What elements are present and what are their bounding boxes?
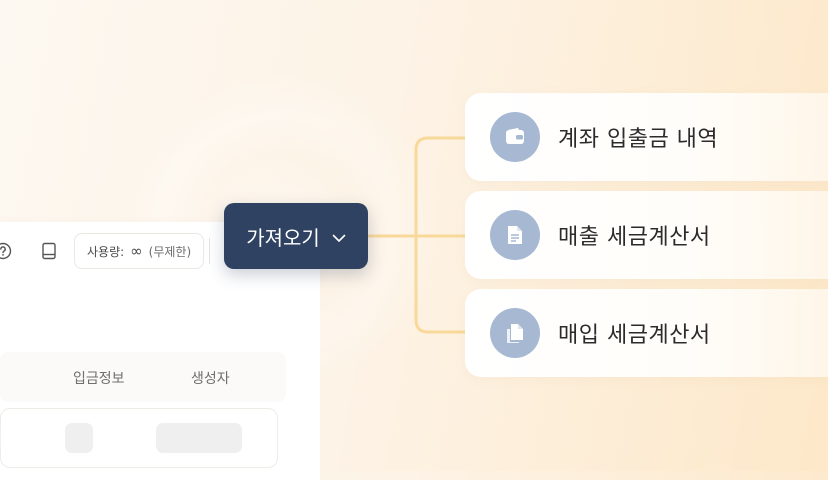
option-label: 매입 세금계산서 [558, 323, 711, 348]
usage-label: 사용량: [87, 244, 125, 259]
option-account-transactions[interactable]: 계좌 입출금 내역 [465, 93, 828, 181]
book-icon[interactable] [38, 240, 60, 262]
document-icon [490, 210, 540, 260]
usage-pill: 사용량: ∞ (무제한) [74, 233, 205, 269]
column-header-deposit-info: 입금정보 [73, 371, 125, 387]
import-button-label: 가져오기 [246, 225, 320, 250]
table-row[interactable] [0, 408, 278, 468]
option-label: 매출 세금계산서 [558, 225, 711, 250]
wallet-icon [490, 112, 540, 162]
option-label: 계좌 입출금 내역 [558, 127, 719, 152]
column-header-creator: 생성자 [191, 371, 230, 387]
import-dropdown-button[interactable]: 가져오기 [224, 203, 368, 269]
table-header: 입금정보 생성자 [0, 352, 286, 402]
app-body: 입금정보 생성자 [0, 280, 320, 480]
toolbar-divider [209, 238, 210, 264]
usage-note: (무제한) [148, 244, 192, 259]
option-purchase-tax-invoice[interactable]: 매입 세금계산서 [465, 289, 828, 377]
documents-copy-icon [490, 308, 540, 358]
skeleton-placeholder [65, 423, 93, 453]
skeleton-placeholder [0, 423, 1, 453]
chevron-down-icon [332, 224, 346, 248]
usage-value: ∞ [130, 242, 143, 260]
help-icon[interactable] [0, 240, 14, 262]
option-sales-tax-invoice[interactable]: 매출 세금계산서 [465, 191, 828, 279]
skeleton-placeholder [156, 423, 242, 453]
